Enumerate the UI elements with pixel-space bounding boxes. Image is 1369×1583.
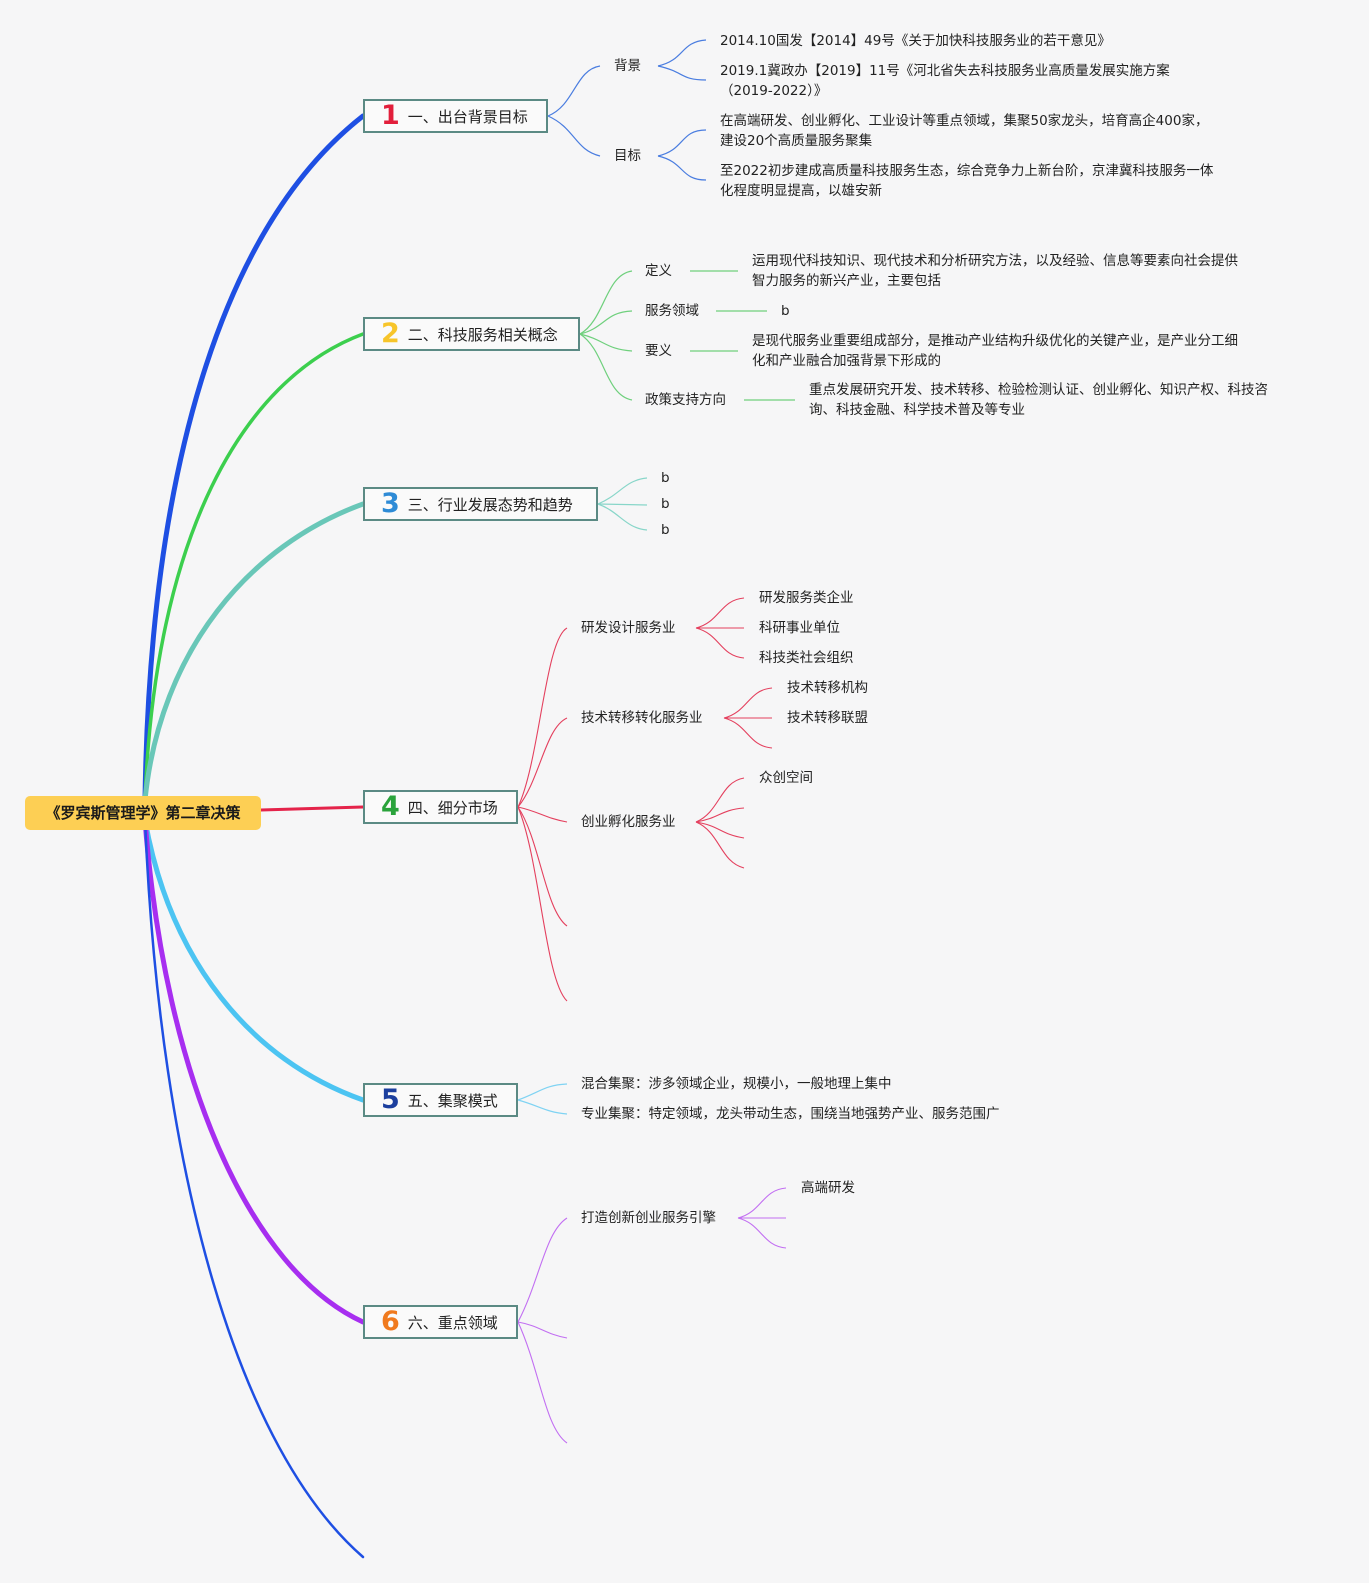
- b1-background-item-2[interactable]: 2019.1冀政办【2019】11号《河北省失去科技服务业高质量发展实施方案（2…: [720, 63, 1170, 99]
- b4-group-label[interactable]: 技术转移转化服务业: [581, 710, 703, 726]
- branch-1-label: 一、出台背景目标: [407, 107, 528, 126]
- edge-root-b1: [142, 113, 366, 803]
- b4-group-item[interactable]: 技术转移联盟: [787, 710, 868, 726]
- b6-group-item[interactable]: 高端研发: [801, 1180, 855, 1196]
- b3-item[interactable]: b: [661, 522, 670, 538]
- branch-2-number-icon: 2: [381, 318, 400, 349]
- b2-item-value[interactable]: 是现代服务业重要组成部分，是推动产业结构升级优化的关键产业，是产业分工细化和产业…: [752, 333, 1238, 369]
- branch-3[interactable]: 3 三、行业发展态势和趋势: [363, 487, 598, 521]
- branch-1-number-icon: 1: [381, 100, 400, 131]
- b4-group-item[interactable]: 科研事业单位: [759, 620, 840, 636]
- edge-root-b6: [142, 817, 366, 1325]
- edge-root-b2: [143, 332, 365, 802]
- b3-item[interactable]: b: [661, 470, 670, 486]
- branch-6-label: 六、重点领域: [407, 1313, 498, 1332]
- branch-5-label: 五、集聚模式: [407, 1091, 498, 1110]
- branch-3-number-icon: 3: [381, 488, 400, 519]
- b2-item-label[interactable]: 要义: [645, 343, 672, 359]
- branch-6[interactable]: 6 六、重点领域: [363, 1305, 518, 1339]
- edge-root-b4: [259, 805, 365, 812]
- b3-item[interactable]: b: [661, 496, 670, 512]
- branch-5[interactable]: 5 五、集聚模式: [363, 1083, 518, 1117]
- edge-root-b3: [142, 501, 366, 803]
- branch-4-number-icon: 4: [381, 791, 400, 822]
- branch-1[interactable]: 1 一、出台背景目标: [363, 99, 548, 133]
- b5-item[interactable]: 混合集聚：涉多领域企业，规模小，一般地理上集中: [581, 1076, 892, 1092]
- b4-group-label[interactable]: 创业孵化服务业: [581, 814, 676, 830]
- edge-root-extra: [143, 818, 365, 1559]
- b5-item[interactable]: 专业集聚：特定领域，龙头带动生态，围绕当地强势产业、服务范围广: [581, 1106, 1000, 1122]
- b2-item-label[interactable]: 政策支持方向: [645, 392, 726, 408]
- b2-item-value[interactable]: b: [781, 303, 790, 319]
- b1-background-item-1[interactable]: 2014.10国发【2014】49号《关于加快科技服务业的若干意见》: [720, 33, 1111, 49]
- b1-goal-item-2[interactable]: 至2022初步建成高质量科技服务生态，综合竞争力上新台阶，京津冀科技服务一体化程…: [720, 163, 1214, 199]
- branch-2-label: 二、科技服务相关概念: [407, 325, 558, 344]
- b6-group-label[interactable]: 打造创新创业服务引擎: [581, 1210, 716, 1226]
- root-node[interactable]: 《罗宾斯管理学》第二章决策: [25, 796, 261, 830]
- b4-group-item[interactable]: 研发服务类企业: [759, 590, 854, 606]
- b4-group-label[interactable]: 研发设计服务业: [581, 620, 676, 636]
- b2-item-value[interactable]: 重点发展研究开发、技术转移、检验检测认证、创业孵化、知识产权、科技咨询、科技金融…: [809, 382, 1268, 418]
- b4-group-item[interactable]: 众创空间: [759, 770, 813, 786]
- b4-group-item[interactable]: 技术转移机构: [787, 680, 868, 696]
- b2-item-label[interactable]: 服务领域: [645, 303, 699, 319]
- branch-2[interactable]: 2 二、科技服务相关概念: [363, 317, 580, 351]
- branch-4-label: 四、细分市场: [407, 798, 498, 817]
- b4-group-item[interactable]: 科技类社会组织: [759, 650, 854, 666]
- b1-background-label[interactable]: 背景: [614, 58, 641, 74]
- b2-item-label[interactable]: 定义: [645, 263, 672, 279]
- edge-root-b5: [142, 817, 366, 1103]
- branch-6-number-icon: 6: [381, 1306, 400, 1337]
- b1-goal-item-1[interactable]: 在高端研发、创业孵化、工业设计等重点领域，集聚50家龙头，培育高企400家，建设…: [720, 113, 1209, 149]
- branch-4[interactable]: 4 四、细分市场: [363, 790, 518, 824]
- b1-goal-label[interactable]: 目标: [614, 148, 641, 164]
- branch-3-label: 三、行业发展态势和趋势: [407, 495, 573, 514]
- b2-item-value[interactable]: 运用现代科技知识、现代技术和分析研究方法，以及经验、信息等要素向社会提供智力服务…: [752, 253, 1238, 289]
- branch-5-number-icon: 5: [381, 1084, 400, 1115]
